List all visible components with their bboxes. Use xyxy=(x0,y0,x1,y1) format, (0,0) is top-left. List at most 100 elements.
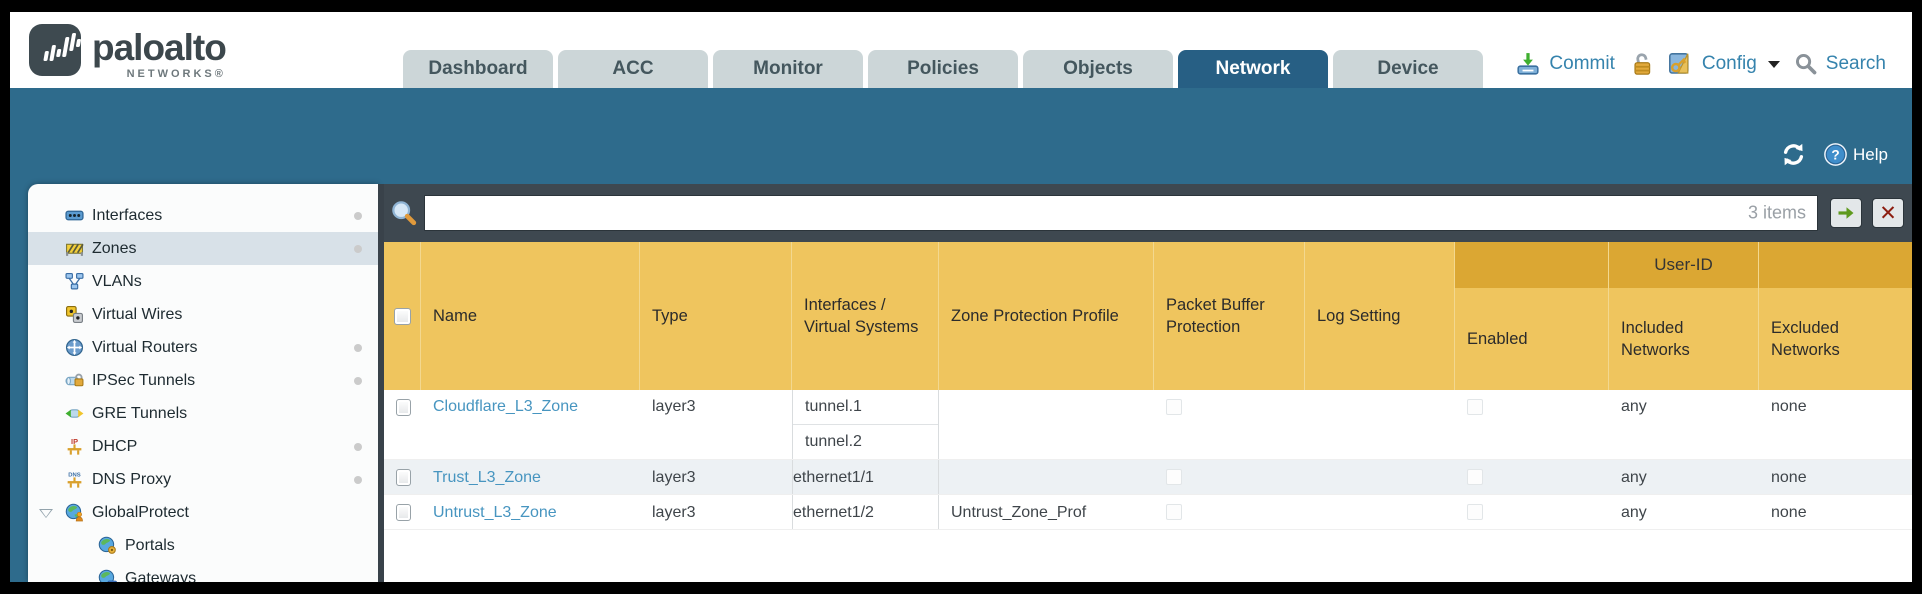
status-dot xyxy=(354,442,362,451)
sidebar-item-globalprotect[interactable]: GlobalProtect xyxy=(28,496,378,529)
sidebar-item-label: Gateways xyxy=(125,569,197,583)
apply-filter-button[interactable] xyxy=(1830,198,1862,228)
gateways-icon xyxy=(97,569,117,582)
ipsec-tunnels-icon xyxy=(64,371,84,391)
sidebar-item-label: IPSec Tunnels xyxy=(92,371,196,389)
zone-protection-cell xyxy=(939,390,1154,459)
sidebar-item-ipsec-tunnels[interactable]: IPSec Tunnels xyxy=(28,364,378,397)
user-id-enabled-checkbox[interactable] xyxy=(1467,504,1483,520)
content-area: Interfaces Zones xyxy=(10,184,1912,582)
sidebar-item-dns-proxy[interactable]: DNS DNS Proxy xyxy=(28,463,378,496)
zone-name-link[interactable]: Trust_L3_Zone xyxy=(433,469,541,486)
zone-interfaces-cell: ethernet1/1 xyxy=(792,460,939,494)
help-button[interactable]: Help xyxy=(1853,144,1888,164)
status-dot xyxy=(354,211,362,220)
network-sidebar: Interfaces Zones xyxy=(28,184,378,582)
row-checkbox[interactable] xyxy=(396,503,411,521)
excluded-networks-cell: none xyxy=(1771,398,1807,415)
tab-acc[interactable]: ACC xyxy=(558,50,708,88)
paloalto-logo: paloalto NETWORKS® xyxy=(28,23,227,80)
green-arrow-icon xyxy=(1838,207,1854,219)
search-button[interactable]: Search xyxy=(1825,53,1886,74)
zones-main-panel: 3 items ✕ User-ID Name xyxy=(384,184,1912,582)
sidebar-item-vlans[interactable]: VLANs xyxy=(28,265,378,298)
filter-bar: 3 items ✕ xyxy=(384,184,1912,242)
config-button[interactable]: Config xyxy=(1701,53,1757,74)
sidebar-item-zones[interactable]: Zones xyxy=(28,232,378,265)
chevron-down-icon[interactable] xyxy=(39,508,53,518)
packet-buffer-checkbox[interactable] xyxy=(1166,469,1182,485)
tab-objects[interactable]: Objects xyxy=(1023,50,1173,88)
zone-protection-cell: Untrust_Zone_Prof xyxy=(951,504,1087,521)
column-header-packet-buffer-protection[interactable]: Packet Buffer Protection xyxy=(1154,242,1305,390)
dns-proxy-icon: DNS xyxy=(64,470,84,490)
sidebar-item-dhcp[interactable]: IP DHCP xyxy=(28,430,378,463)
column-header-enabled[interactable]: Enabled xyxy=(1455,242,1609,390)
svg-text:DNS: DNS xyxy=(68,472,81,478)
user-id-enabled-checkbox[interactable] xyxy=(1467,399,1483,415)
help-icon[interactable]: ? xyxy=(1823,142,1848,167)
column-header-included-networks[interactable]: Included Networks xyxy=(1609,242,1759,390)
sidebar-resize-handle[interactable] xyxy=(378,184,384,582)
tab-device[interactable]: Device xyxy=(1333,50,1483,88)
sidebar-item-label: Interfaces xyxy=(92,206,163,224)
column-header-zone-protection-profile[interactable]: Zone Protection Profile xyxy=(939,242,1154,390)
column-header-excluded-networks[interactable]: Excluded Networks xyxy=(1771,318,1840,359)
column-header-type[interactable]: Type xyxy=(640,242,792,390)
lock-icon[interactable] xyxy=(1630,52,1654,76)
tab-network[interactable]: Network xyxy=(1178,50,1328,88)
sidebar-item-interfaces[interactable]: Interfaces xyxy=(28,199,378,232)
clear-filter-button[interactable]: ✕ xyxy=(1872,198,1904,228)
sidebar-item-virtual-routers[interactable]: Virtual Routers xyxy=(28,331,378,364)
interfaces-icon xyxy=(64,206,84,226)
config-icon[interactable] xyxy=(1667,52,1693,76)
zones-table-header: User-ID Name Type Interfaces / Virtual S… xyxy=(384,242,1912,390)
sidebar-item-label: VLANs xyxy=(92,272,142,290)
config-caret-down-icon[interactable] xyxy=(1767,60,1780,68)
packet-buffer-checkbox[interactable] xyxy=(1166,399,1182,415)
zone-type-cell: layer3 xyxy=(652,469,696,486)
zone-name-link[interactable]: Cloudflare_L3_Zone xyxy=(433,398,578,415)
select-all-checkbox[interactable] xyxy=(393,307,411,325)
tab-monitor[interactable]: Monitor xyxy=(713,50,863,88)
sidebar-item-gateways[interactable]: Gateways xyxy=(28,562,378,582)
included-networks-cell: any xyxy=(1621,469,1647,486)
zones-icon xyxy=(64,239,84,259)
log-setting-cell xyxy=(1305,460,1455,494)
header-actions: Commit Config Search xyxy=(1516,52,1886,76)
user-id-enabled-checkbox[interactable] xyxy=(1467,469,1483,485)
zone-type-cell: layer3 xyxy=(652,504,696,521)
row-checkbox[interactable] xyxy=(396,468,411,486)
sidebar-item-gre-tunnels[interactable]: GRE Tunnels xyxy=(28,397,378,430)
sidebar-item-portals[interactable]: Portals xyxy=(28,529,378,562)
sidebar-item-label: GlobalProtect xyxy=(92,503,189,521)
commit-button[interactable]: Commit xyxy=(1549,53,1615,74)
status-dot xyxy=(354,475,362,484)
refresh-icon[interactable] xyxy=(1780,141,1807,168)
filter-search-icon[interactable] xyxy=(390,199,418,227)
row-checkbox[interactable] xyxy=(396,399,411,416)
zone-name-link[interactable]: Untrust_L3_Zone xyxy=(433,504,557,521)
commit-icon[interactable] xyxy=(1516,52,1540,76)
logo-subtitle-text: NETWORKS® xyxy=(126,68,226,80)
virtual-wires-icon xyxy=(64,305,84,325)
filter-input[interactable] xyxy=(424,195,1818,231)
column-header-log-setting[interactable]: Log Setting xyxy=(1305,242,1455,390)
excluded-networks-cell: none xyxy=(1771,504,1807,521)
excluded-networks-cell: none xyxy=(1771,469,1807,486)
paloalto-logo-icon xyxy=(29,24,81,76)
svg-text:IP: IP xyxy=(71,437,78,446)
interface-value: tunnel.1 xyxy=(793,390,938,425)
column-header-interfaces[interactable]: Interfaces / Virtual Systems xyxy=(792,242,939,390)
search-icon[interactable] xyxy=(1795,53,1817,75)
packet-buffer-checkbox[interactable] xyxy=(1166,504,1182,520)
column-header-name[interactable]: Name xyxy=(421,242,640,390)
sidebar-item-virtual-wires[interactable]: Virtual Wires xyxy=(28,298,378,331)
zones-table: User-ID Name Type Interfaces / Virtual S… xyxy=(384,242,1912,530)
status-dot xyxy=(354,244,362,253)
zone-protection-cell xyxy=(939,460,1154,494)
tab-policies[interactable]: Policies xyxy=(868,50,1018,88)
included-networks-cell: any xyxy=(1621,398,1647,415)
tab-dashboard[interactable]: Dashboard xyxy=(403,50,553,88)
